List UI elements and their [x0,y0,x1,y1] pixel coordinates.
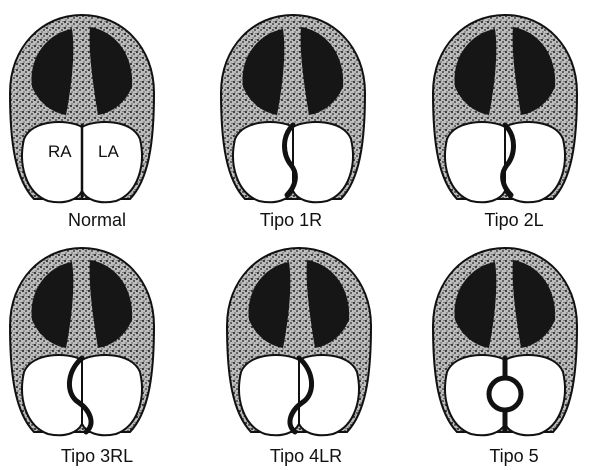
heart-4lr [227,248,371,435]
caption-tipo-4lr: Tipo 4LR [226,446,386,466]
caption-normal: Normal [17,210,177,230]
heart-5 [433,248,577,435]
heart-2l [433,15,577,202]
heart-1r [221,15,365,202]
caption-tipo-3rl: Tipo 3RL [17,446,177,466]
left-atrium-label: LA [98,143,119,161]
caption-tipo-2l: Tipo 2L [434,210,589,230]
heart-3rl [10,248,154,435]
caption-tipo-1r: Tipo 1R [211,210,371,230]
heart-normal [10,15,154,202]
caption-tipo-5: Tipo 5 [434,446,589,466]
septal-aneurysm-ring [489,378,521,410]
right-atrium-label: RA [48,143,72,161]
